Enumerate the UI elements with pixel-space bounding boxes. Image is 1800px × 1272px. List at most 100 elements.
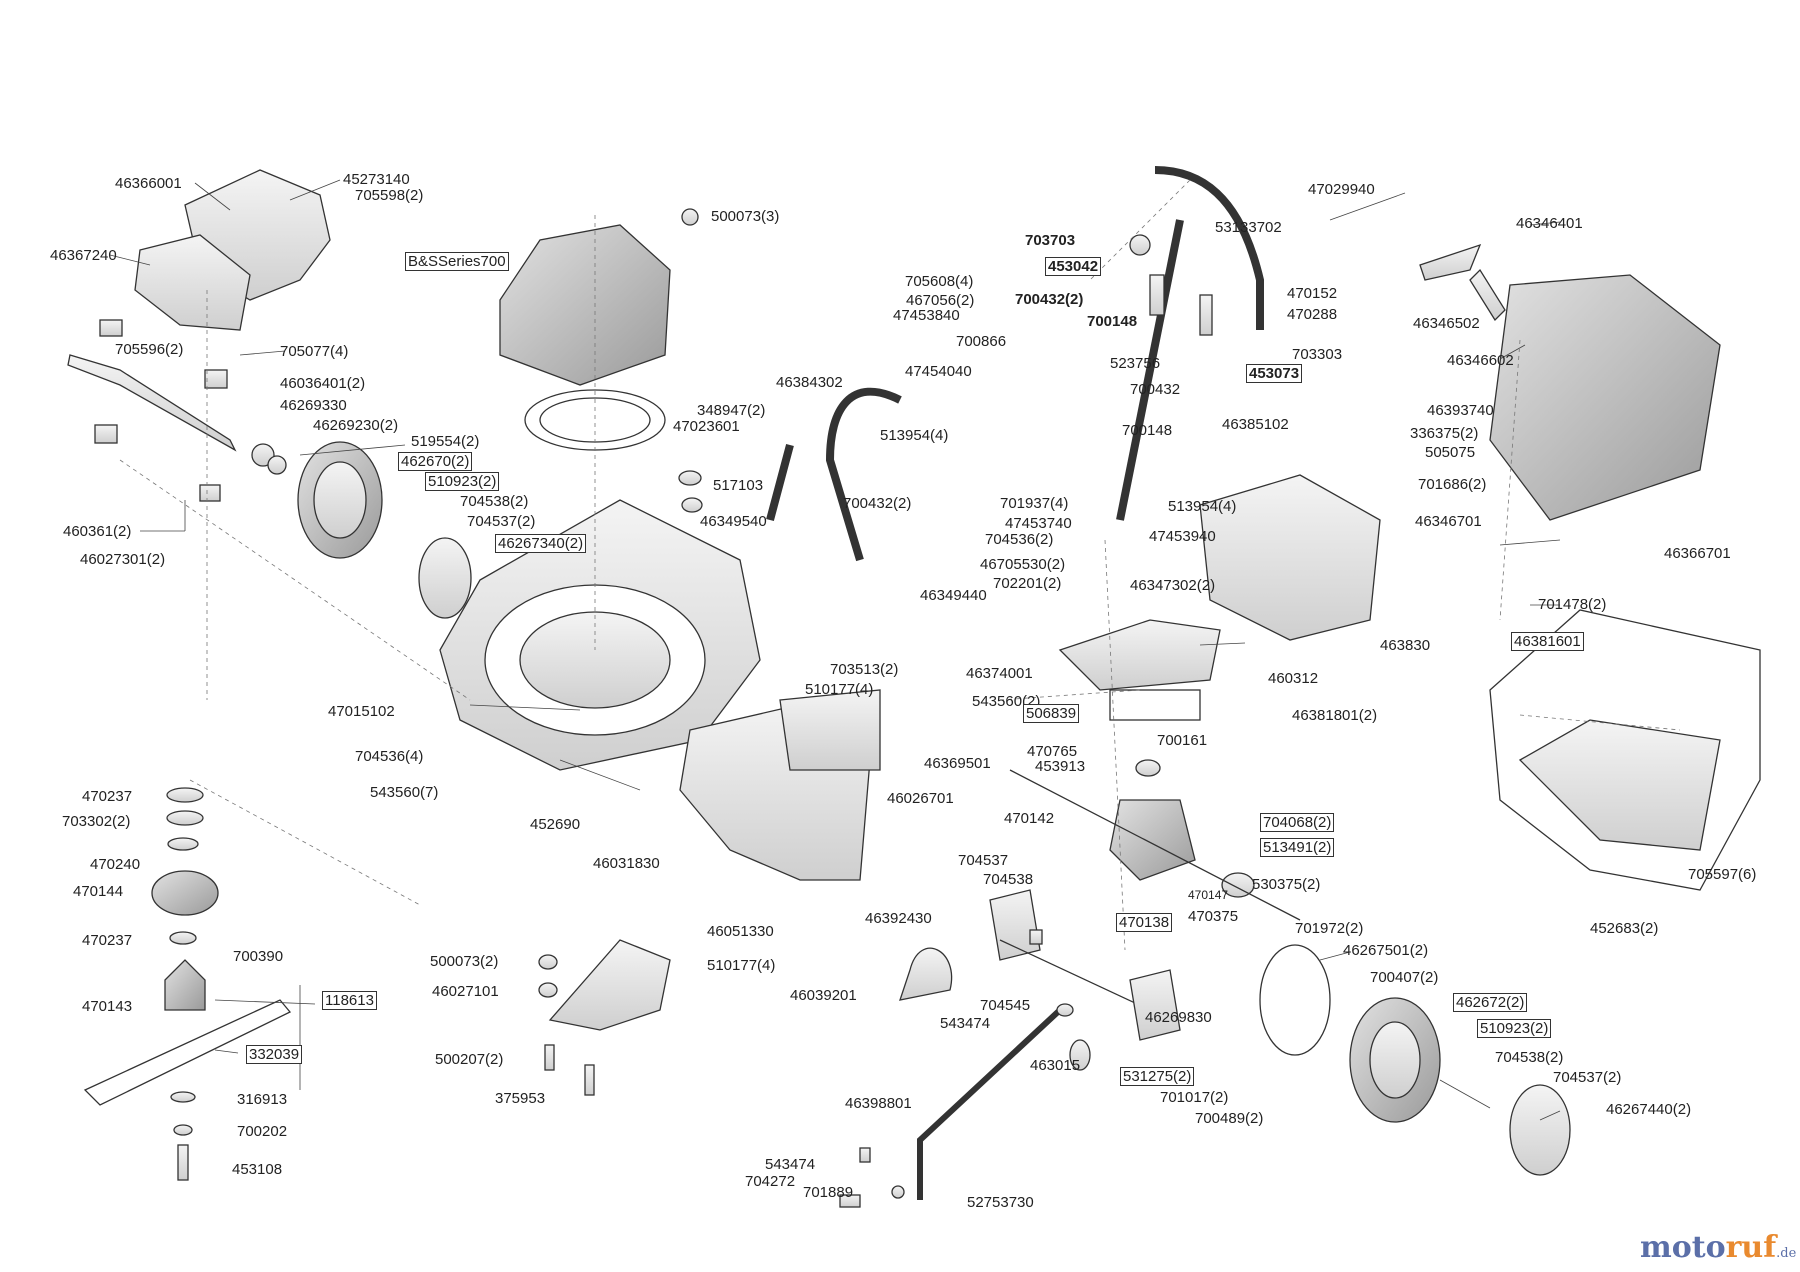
part-label: 46367240	[50, 247, 117, 264]
part-label: 513954(4)	[880, 427, 949, 444]
part-label: 46269330	[280, 397, 347, 414]
part-label: 470237	[82, 932, 133, 949]
grass-bag-part	[1489, 609, 1761, 891]
part-label: 375953	[495, 1090, 546, 1107]
part-label: 700489(2)	[1195, 1110, 1264, 1127]
part-label: 46369501	[924, 755, 991, 772]
part-label: 506839	[1023, 704, 1080, 723]
part-label: 460312	[1268, 670, 1319, 687]
part-label: 46705530(2)	[980, 556, 1066, 573]
part-label: 46349440	[920, 587, 987, 604]
part-label: 700407(2)	[1370, 969, 1439, 986]
part-label: 46385102	[1222, 416, 1289, 433]
mower-deck-part	[439, 499, 761, 771]
part-label: 46269230(2)	[313, 417, 399, 434]
part-label: 704538(2)	[460, 493, 529, 510]
part-label: 700148	[1087, 313, 1138, 330]
part-label: 47029940	[1308, 181, 1375, 198]
part-label: 47015102	[328, 703, 395, 720]
part-label: 452690	[530, 816, 581, 833]
part-label: 46267501(2)	[1343, 942, 1429, 959]
part-label: 704536(4)	[355, 748, 424, 765]
part-label: 701478(2)	[1538, 596, 1607, 613]
part-label: 46346602	[1447, 352, 1514, 369]
part-label: 705597(6)	[1688, 866, 1757, 883]
part-label: 513954(4)	[1168, 498, 1237, 515]
part-label: 467056(2)	[906, 292, 975, 309]
part-label: 703703	[1025, 232, 1076, 249]
part-label: 700161	[1157, 732, 1208, 749]
part-label: 470765	[1027, 743, 1078, 760]
part-label: 336375(2)	[1410, 425, 1479, 442]
part-label: 53133702	[1215, 219, 1282, 236]
mulch-plug-part	[548, 939, 671, 1031]
watermark-part-domain: .de	[1776, 1246, 1797, 1261]
part-label: 510177(4)	[805, 681, 874, 698]
site-watermark: motoruf.de	[1640, 1232, 1796, 1270]
part-label: 704538(2)	[1495, 1049, 1564, 1066]
part-label: 705608(4)	[905, 273, 974, 290]
part-label: 705598(2)	[355, 187, 424, 204]
part-label: 470375	[1188, 908, 1239, 925]
blade-stack-part	[83, 787, 292, 1181]
part-label: 46346701	[1415, 513, 1482, 530]
part-label: 703302(2)	[62, 813, 131, 830]
part-label: 460361(2)	[63, 523, 132, 540]
part-label: B&SSeries700	[405, 252, 509, 271]
leader-lines	[109, 179, 1561, 1121]
part-label: 700432	[1130, 381, 1181, 398]
part-label: 500073(2)	[430, 953, 499, 970]
part-label: 517103	[713, 477, 764, 494]
part-label: 704536(2)	[985, 531, 1054, 548]
rear-guard-part	[1199, 474, 1381, 641]
part-label: 530375(2)	[1252, 876, 1321, 893]
part-label: 543474	[940, 1015, 991, 1032]
part-label: 523756	[1110, 355, 1161, 372]
rear-wheel-part	[1259, 944, 1571, 1176]
part-label: 510923(2)	[1477, 1019, 1552, 1038]
watermark-part-moto: moto	[1640, 1230, 1726, 1265]
part-label: 47023601	[673, 418, 740, 435]
part-label: 701686(2)	[1418, 476, 1487, 493]
watermark-part-ruf: ruf	[1725, 1230, 1777, 1265]
part-label: 704537(2)	[467, 513, 536, 530]
part-label: 700432(2)	[843, 495, 912, 512]
part-label: 452683(2)	[1590, 920, 1659, 937]
rear-axle-part	[899, 889, 1181, 1200]
part-label: 470288	[1287, 306, 1338, 323]
part-label: 46031830	[593, 855, 660, 872]
part-label: 519554(2)	[411, 433, 480, 450]
part-label: 46051330	[707, 923, 774, 940]
part-label: 704545	[980, 997, 1031, 1014]
part-label: 46027101	[432, 983, 499, 1000]
part-label: 46366701	[1664, 545, 1731, 562]
part-label: 453073	[1246, 364, 1303, 383]
part-label: 45273140	[343, 171, 410, 188]
part-label: 513491(2)	[1260, 838, 1335, 857]
part-label: 505075	[1425, 444, 1476, 461]
part-label: 704538	[983, 871, 1034, 888]
part-label: 46346401	[1516, 215, 1583, 232]
part-label: 701889	[803, 1184, 854, 1201]
part-label: 46374001	[966, 665, 1033, 682]
part-label: 46392430	[865, 910, 932, 927]
part-label: 703513(2)	[830, 661, 899, 678]
part-label: 46036401(2)	[280, 375, 366, 392]
part-label: 470147	[1188, 888, 1229, 902]
alignment-guides	[119, 179, 1681, 951]
part-label: 470143	[82, 998, 133, 1015]
part-label: 462672(2)	[1453, 993, 1528, 1012]
part-label: 704272	[745, 1173, 796, 1190]
part-label: 47453740	[1005, 515, 1072, 532]
discharge-chute-part	[1058, 619, 1221, 721]
part-label: 46393740	[1427, 402, 1494, 419]
part-label: 700390	[233, 948, 284, 965]
part-label: 46027301(2)	[80, 551, 166, 568]
part-label: 704537(2)	[1553, 1069, 1622, 1086]
part-label: 500207(2)	[435, 1051, 504, 1068]
part-label: 510177(4)	[707, 957, 776, 974]
part-label: 700432(2)	[1015, 291, 1084, 308]
part-label: 470152	[1287, 285, 1338, 302]
part-label: 46381601	[1511, 632, 1584, 651]
